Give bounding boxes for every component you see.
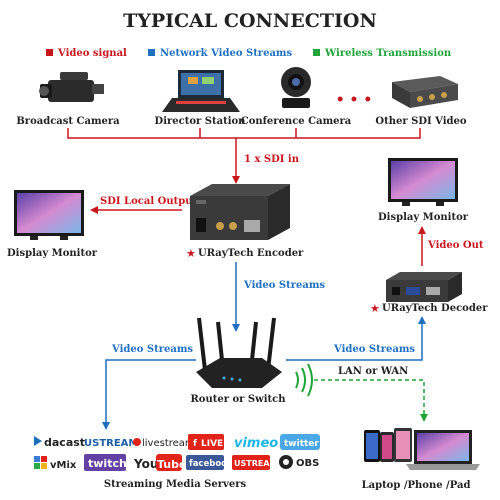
router-icon [196, 318, 282, 388]
svg-text:vimeo: vimeo [234, 436, 278, 451]
right-display-label: Display Monitor [378, 212, 469, 223]
servers-label: Streaming Media Servers [104, 479, 247, 490]
sdi-in-label: 1 x SDI in [244, 154, 300, 165]
router-label: Router or Switch [190, 394, 286, 405]
conference-camera-icon [281, 67, 311, 108]
wireless-to-laptop-arrow [314, 380, 424, 420]
laptop-phone-pad-label: Laptop /Phone /Pad [362, 480, 471, 491]
decoder-device-icon [386, 272, 462, 302]
left-display-monitor-icon [14, 190, 84, 240]
router-to-servers-arrow [106, 360, 196, 428]
encoder-device-icon [190, 184, 290, 240]
conference-camera-label: Conference Camera [241, 116, 352, 127]
obs-logo: OBS [279, 455, 319, 469]
page-title: TYPICAL CONNECTION [123, 10, 377, 32]
svg-text:f: f [193, 439, 197, 449]
other-sdi-label: Other SDI Video [375, 116, 467, 127]
svg-text:LIVE: LIVE [201, 439, 223, 449]
director-station-icon [162, 70, 240, 112]
encoder-star-icon: ★ [186, 247, 196, 260]
svg-text:dacast: dacast [44, 436, 85, 449]
servers-streams-label: Video Streams [111, 344, 193, 355]
devices-group-icon [364, 428, 480, 470]
svg-text:vMix: vMix [50, 460, 77, 471]
encoder-streams-label: Video Streams [243, 280, 325, 291]
legend-wireless: Wireless Transmission [324, 48, 452, 59]
broadcast-camera-icon [39, 72, 104, 102]
decoder-star-icon: ★ [370, 302, 380, 315]
lan-wan-label: LAN or WAN [338, 366, 408, 377]
right-display-monitor-icon [388, 158, 458, 206]
facebook-logo: facebook [186, 455, 233, 470]
encoder-label: URayTech Encoder [198, 248, 304, 259]
dacast-logo: dacast [34, 436, 85, 449]
legend-video-signal: Video signal [57, 48, 127, 59]
svg-text:USTREAM: USTREAM [84, 438, 138, 449]
svg-text:USTREAM: USTREAM [234, 459, 278, 468]
decoder-label: URayTech Decoder [382, 303, 488, 314]
wifi-waves-icon [296, 364, 312, 396]
decoder-streams-label: Video Streams [333, 344, 415, 355]
svg-text:livestream: livestream [142, 438, 195, 449]
legend-wireless-swatch [313, 49, 320, 56]
twitter-logo: twitter [280, 434, 320, 450]
more-sources-ellipsis: • • • [336, 92, 373, 108]
vimeo-logo: vimeo [234, 436, 278, 451]
youtube-logo: You Tube [133, 454, 186, 471]
sdi-local-output-label: SDI Local Output [100, 196, 197, 207]
svg-text:You: You [133, 457, 158, 471]
director-station-label: Director Station [155, 116, 247, 127]
sdi-box-icon [392, 76, 458, 108]
svg-text:twitch: twitch [88, 457, 127, 470]
legend-network-streams: Network Video Streams [160, 48, 292, 59]
left-display-label: Display Monitor [7, 248, 98, 259]
svg-text:twitter: twitter [284, 439, 319, 449]
broadcast-camera-label: Broadcast Camera [16, 116, 120, 127]
sdi-bus-line [68, 128, 420, 138]
svg-text:OBS: OBS [296, 458, 319, 469]
ustream-logo: USTREAM [84, 438, 138, 449]
svg-text:facebook: facebook [189, 459, 233, 469]
video-out-label: Video Out [427, 240, 484, 251]
ustream-badge-logo: USTREAM [232, 455, 278, 470]
livestream-logo: livestream [133, 438, 195, 449]
legend-network-swatch [148, 49, 155, 56]
facebook-live-logo: f LIVE [188, 434, 224, 450]
svg-text:Tube: Tube [157, 458, 186, 471]
legend-video-signal-swatch [46, 49, 53, 56]
twitch-logo: twitch [84, 454, 127, 471]
vmix-logo: vMix [34, 456, 77, 471]
